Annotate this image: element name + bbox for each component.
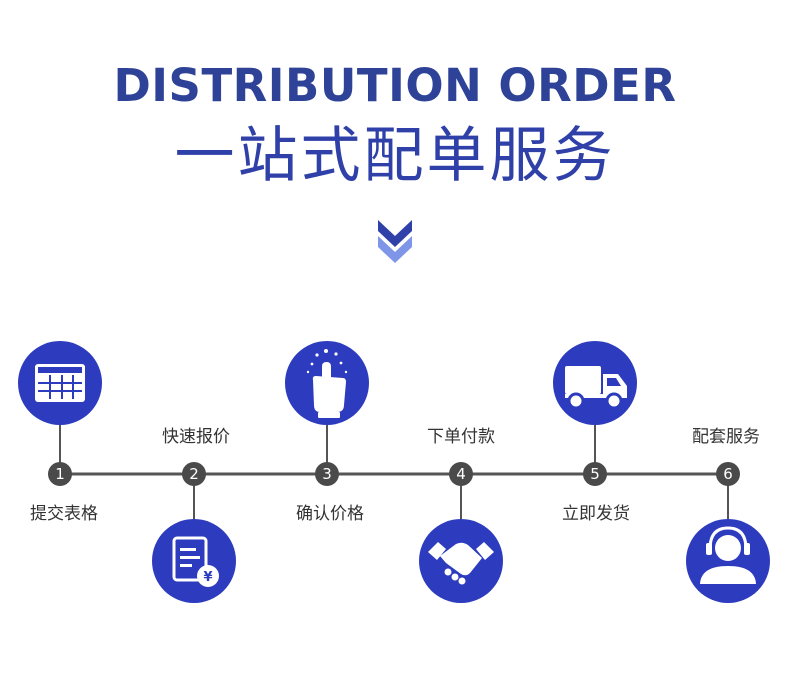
hand-click-icon <box>306 349 348 418</box>
title-english: DISTRIBUTION ORDER <box>113 59 677 112</box>
step-number-3: 3 <box>322 465 332 483</box>
step-5-icon-circle <box>553 341 637 425</box>
step-label-3: 确认价格 <box>296 504 364 524</box>
customer-service-headset-icon <box>700 526 756 584</box>
step-label-1: 提交表格 <box>30 504 98 524</box>
step-number-4: 4 <box>456 465 466 483</box>
step-3-icon-circle <box>285 341 369 425</box>
step-badge-6 <box>716 462 740 486</box>
step-badge-1 <box>48 462 72 486</box>
step-number-6: 6 <box>723 465 733 483</box>
step-badge-4 <box>449 462 473 486</box>
step-badge-5 <box>583 462 607 486</box>
step-badge-3 <box>315 462 339 486</box>
step-1-icon-circle <box>18 341 102 425</box>
svg-text:¥: ¥ <box>203 570 212 585</box>
step-number-2: 2 <box>189 465 199 483</box>
delivery-truck-icon <box>565 366 627 410</box>
step-badge-2 <box>182 462 206 486</box>
title-chinese: 一站式配单服务 <box>174 121 616 191</box>
step-2-icon-circle: ¥ <box>152 519 236 603</box>
step-label-5: 立即发货 <box>562 504 630 524</box>
invoice-yen-icon: ¥ <box>172 536 219 587</box>
step-label-2: 快速报价 <box>162 427 230 447</box>
handshake-icon <box>428 542 494 585</box>
double-chevron-down-icon <box>378 220 412 263</box>
step-label-6: 配套服务 <box>692 427 760 447</box>
step-number-5: 5 <box>590 465 600 483</box>
step-number-1: 1 <box>55 465 65 483</box>
step-4-icon-circle <box>419 519 503 603</box>
table-grid-icon <box>35 364 85 402</box>
step-6-icon-circle <box>686 519 770 603</box>
step-label-4: 下单付款 <box>427 427 495 447</box>
